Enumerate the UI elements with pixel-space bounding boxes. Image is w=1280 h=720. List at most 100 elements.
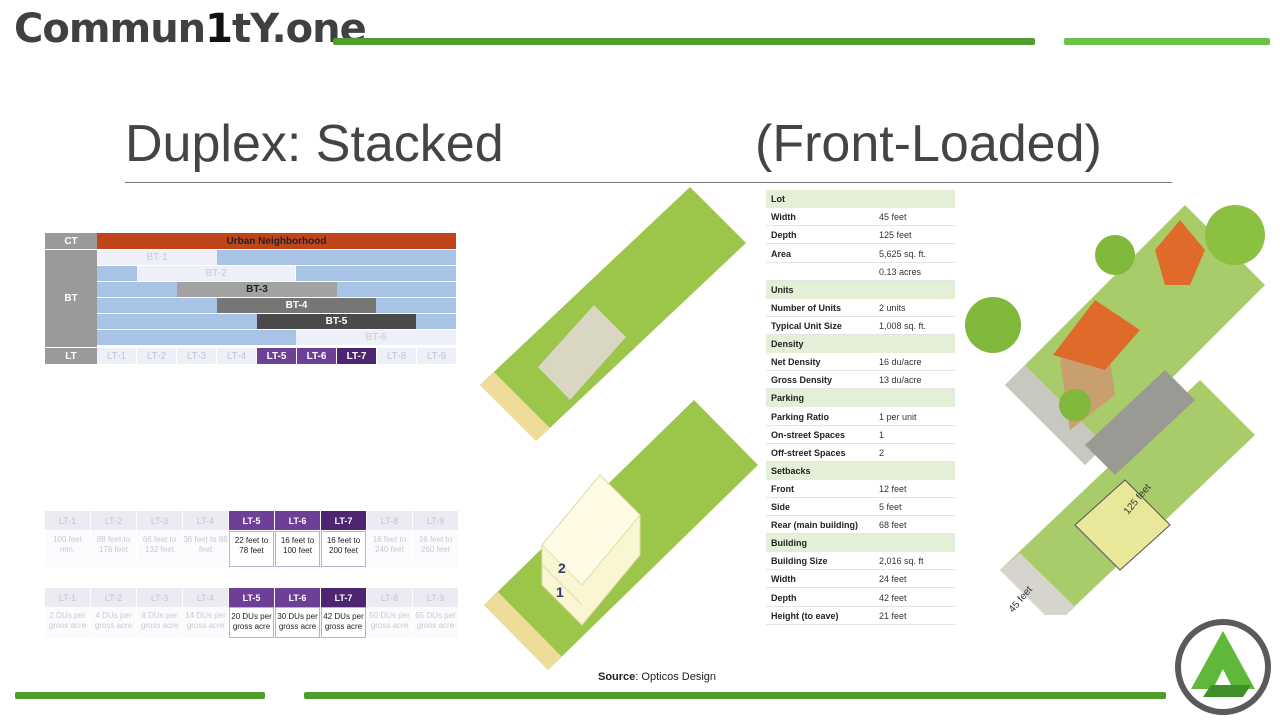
footer-bar-left xyxy=(15,692,265,699)
row-value: 125 feet xyxy=(879,229,912,240)
density-value: 50 DUs per gross acre xyxy=(367,607,412,638)
row-value: 24 feet xyxy=(879,573,907,584)
row-label: Height (to eave) xyxy=(771,610,839,621)
section-density: Density xyxy=(766,335,955,353)
lot-width-value: 100 feet min. xyxy=(45,531,90,567)
row-label: Parking Ratio xyxy=(771,411,830,422)
floor-1-label: 1 xyxy=(556,584,564,600)
density-value: 65 DUs per gross acre xyxy=(413,607,458,638)
row-lot-width: Width 45 feet xyxy=(766,208,955,226)
matrix-lt-7: LT-7 xyxy=(337,348,376,364)
section-parking: Parking xyxy=(766,389,955,407)
section-units: Units xyxy=(766,281,955,299)
tree-icon xyxy=(965,297,1021,353)
matrix-lt-5: LT-5 xyxy=(257,348,296,364)
row-value: 2 units xyxy=(879,302,906,313)
density-header: LT-1 xyxy=(45,588,90,607)
lot-width-value: 88 feet to 176 feet xyxy=(91,531,136,567)
lot-plan-footprint xyxy=(538,305,626,400)
badge-base xyxy=(1203,685,1251,697)
section-lot: Lot xyxy=(766,190,955,208)
lot-massing-sidewalk xyxy=(484,592,562,670)
row-label: Rear (main building) xyxy=(771,519,859,530)
matrix-bt6-fill-a xyxy=(97,330,296,345)
matrix-bt4-fill-b xyxy=(376,298,456,313)
lot-width-header: LT-3 xyxy=(137,511,182,530)
lot-width-header: LT-5 xyxy=(229,511,274,530)
header-bar-right xyxy=(1064,38,1270,45)
page-title-left: Duplex: Stacked xyxy=(125,115,504,173)
floor-2-label: 2 xyxy=(558,560,566,576)
lot-width-header: LT-8 xyxy=(367,511,412,530)
row-value: 45 feet xyxy=(879,211,907,222)
title-rule xyxy=(125,182,1172,183)
density-header: LT-3 xyxy=(137,588,182,607)
aerial-street-upper xyxy=(1005,365,1105,465)
density-value: 8 DUs per gross acre xyxy=(137,607,182,638)
row-label: Front xyxy=(771,483,794,494)
density-value: 2 DUs per gross acre xyxy=(45,607,90,638)
matrix-bt4: BT-4 xyxy=(217,298,376,313)
lot-width-header: LT-2 xyxy=(91,511,136,530)
lot-width-header: LT-7 xyxy=(321,511,366,530)
lot-width-value: 66 feet to 132 feet xyxy=(137,531,182,567)
matrix-bt5-fill-a xyxy=(97,314,257,329)
density-value: 14 DUs per gross acre xyxy=(183,607,228,638)
garage-roof xyxy=(1155,220,1205,285)
density-value: 20 DUs per gross acre xyxy=(229,607,274,638)
tree-icon xyxy=(1095,235,1135,275)
row-setback-rear: Rear (main building)68 feet xyxy=(766,516,955,534)
logo-one: 1 xyxy=(205,6,233,52)
row-value: 21 feet xyxy=(879,610,907,621)
row-value: 13 du/acre xyxy=(879,374,922,385)
row-label: On-street Spaces xyxy=(771,429,846,440)
matrix-bt-label: BT xyxy=(45,250,97,347)
lot-width-value: 16 feet to 240 feet xyxy=(367,531,412,567)
row-value: 42 feet xyxy=(879,592,907,603)
matrix-ct-label: CT xyxy=(45,233,97,249)
tree-icon xyxy=(1059,389,1091,421)
section-setbacks: Setbacks xyxy=(766,462,955,480)
row-label: Typical Unit Size xyxy=(771,320,842,331)
row-setback-front: Front 12 feet xyxy=(766,480,955,498)
aerial-sidewalk xyxy=(1000,553,1075,615)
matrix-lt-3: LT-3 xyxy=(177,348,216,364)
matrix-bt2-fill-a xyxy=(97,266,137,281)
logo-prefix: Commun xyxy=(14,6,206,52)
matrix-lt-8: LT-8 xyxy=(377,348,416,364)
density-header: LT-2 xyxy=(91,588,136,607)
row-label: Gross Density xyxy=(771,374,833,385)
badge-mark xyxy=(1191,631,1255,689)
lot-plan-diagram xyxy=(480,187,746,441)
matrix-bt6: BT-6 xyxy=(296,330,456,345)
matrix-bt3-fill-b xyxy=(337,282,456,297)
row-value: 12 feet xyxy=(879,483,907,494)
matrix-lt-1: LT-1 xyxy=(97,348,136,364)
community-badge-icon xyxy=(1175,619,1271,715)
matrix-lt-2: LT-2 xyxy=(137,348,176,364)
row-label: Number of Units xyxy=(771,302,842,313)
row-value: 1 per unit xyxy=(879,411,917,422)
lot-width-value: 16 feet to 100 feet xyxy=(275,531,320,567)
lot-width-header: LT-4 xyxy=(183,511,228,530)
row-value: 1 xyxy=(879,429,885,440)
lot-diagrams: 2 1 xyxy=(480,187,758,670)
density-header: LT-5 xyxy=(229,588,274,607)
density-header: LT-4 xyxy=(183,588,228,607)
row-label: Net Density xyxy=(771,356,821,367)
matrix-bt2: BT-2 xyxy=(137,266,295,281)
aerial-footprint xyxy=(1074,479,1171,571)
row-parking-ratio: Parking Ratio 1 per unit xyxy=(766,408,955,426)
source-label: Source xyxy=(598,671,636,683)
matrix-lt-6: LT-6 xyxy=(297,348,336,364)
row-label: Width xyxy=(771,211,796,222)
row-label: Depth xyxy=(771,592,797,603)
logo-suffix: tY.one xyxy=(232,6,367,52)
lot-width-value: 22 feet to 78 feet xyxy=(229,531,274,567)
house-roof xyxy=(1053,300,1140,370)
